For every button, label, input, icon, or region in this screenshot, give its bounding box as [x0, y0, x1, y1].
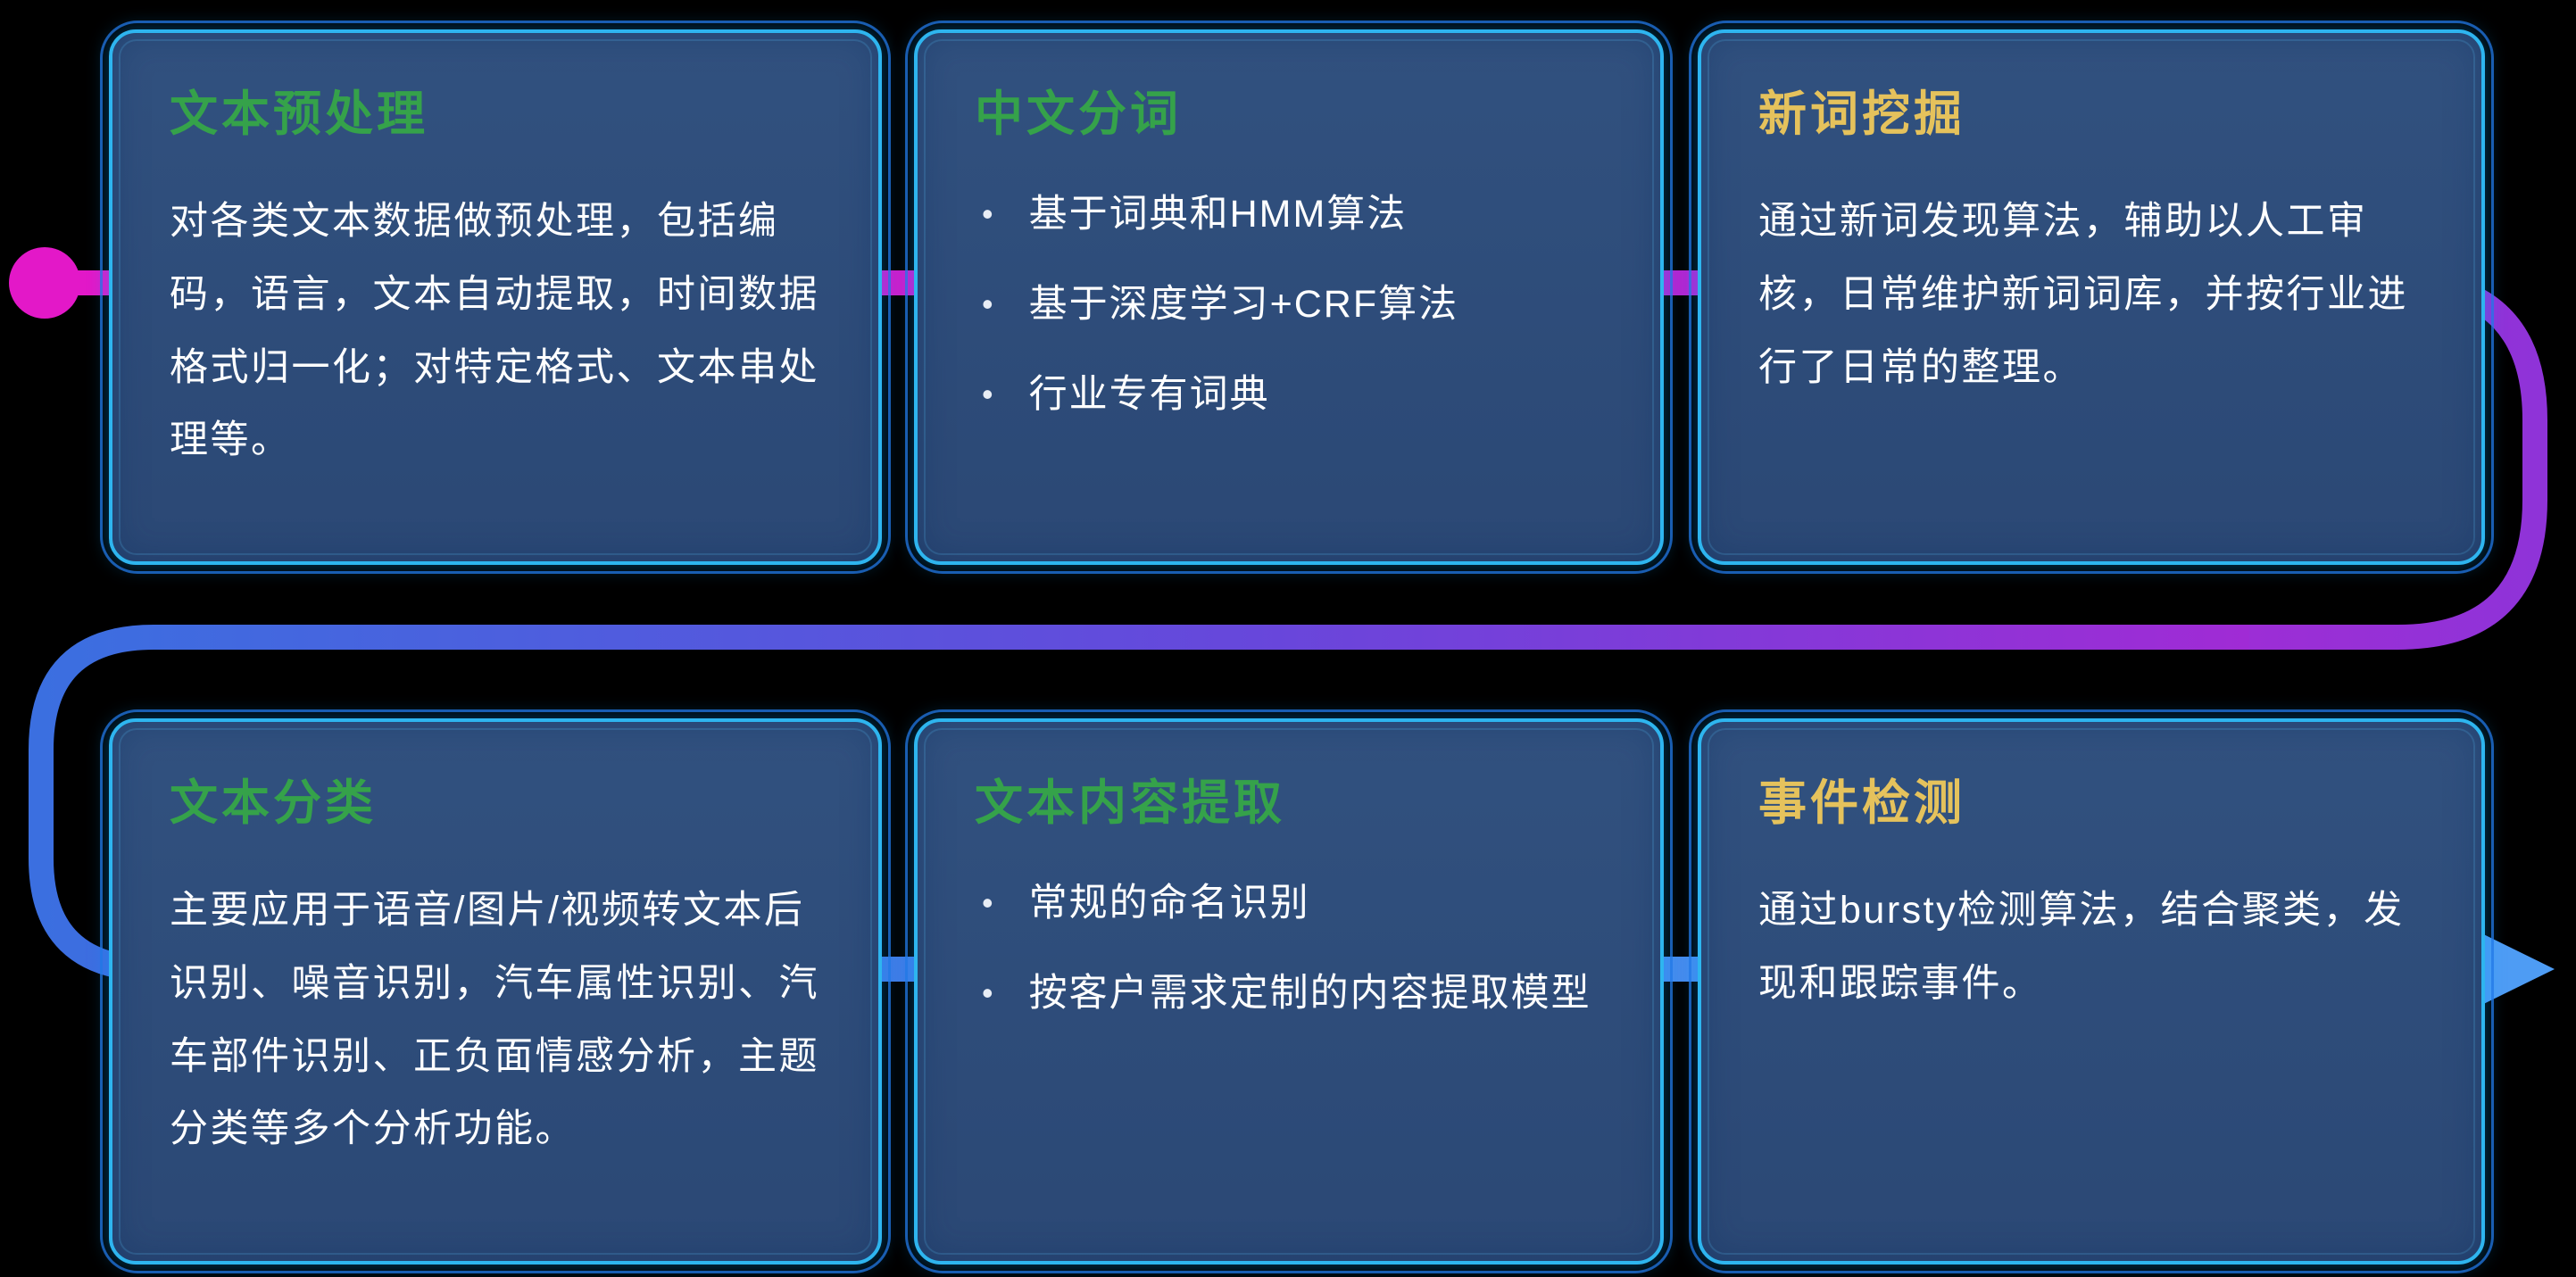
bullet-list: 常规的命名识别 按客户需求定制的内容提取模型	[975, 875, 1603, 1023]
bullet-item: 常规的命名识别	[982, 875, 1603, 933]
card-body: 通过新词发现算法，辅助以人工审核，日常维护新词词库，并按行业进行了日常的整理。	[1758, 200, 2408, 389]
flow-start-dot-icon	[9, 247, 80, 319]
bullet-text: 基于深度学习+CRF算法	[1028, 283, 1459, 327]
card-body: 通过bursty检测算法，结合聚类，发现和跟踪事件。	[1758, 889, 2405, 1006]
bullet-text: 基于词典和HMM算法	[1028, 193, 1408, 236]
card-body: 对各类文本数据做预处理，包括编码，语言，文本自动提取，时间数据格式归一化；对特定…	[170, 200, 819, 462]
card-title: 文本分类	[170, 776, 377, 830]
card-new-word-mining: 新词挖掘 通过新词发现算法，辅助以人工审核，日常维护新词词库，并按行业进行了日常…	[1689, 21, 2494, 574]
card-title: 新词挖掘	[1758, 87, 1965, 141]
card-body: 主要应用于语音/图片/视频转文本后识别、噪音识别，汽车属性识别、汽车部件识别、正…	[170, 889, 819, 1151]
flow-segment-middle	[28, 625, 2249, 982]
bullet-item: 行业专有词典	[982, 366, 1603, 424]
card-title: 中文分词	[975, 87, 1182, 141]
bullet-item: 按客户需求定制的内容提取模型	[982, 965, 1603, 1023]
card-text-classification: 文本分类 主要应用于语音/图片/视频转文本后识别、噪音识别，汽车属性识别、汽车部…	[100, 709, 891, 1273]
bullet-text: 行业专有词典	[1028, 372, 1270, 416]
bullet-item: 基于深度学习+CRF算法	[982, 276, 1603, 334]
card-chinese-word-segmentation: 中文分词 基于词典和HMM算法 基于深度学习+CRF算法 行业专有词典	[905, 21, 1673, 574]
bullet-text: 按客户需求定制的内容提取模型	[1028, 972, 1591, 1016]
card-text-content-extraction: 文本内容提取 常规的命名识别 按客户需求定制的内容提取模型	[905, 709, 1673, 1273]
card-event-detection: 事件检测 通过bursty检测算法，结合聚类，发现和跟踪事件。	[1689, 709, 2494, 1273]
bullet-text: 常规的命名识别	[1028, 882, 1310, 925]
card-title: 事件检测	[1758, 776, 1965, 830]
card-title: 文本内容提取	[975, 776, 1285, 830]
bullet-item: 基于词典和HMM算法	[982, 186, 1603, 244]
card-text-preprocessing: 文本预处理 对各类文本数据做预处理，包括编码，语言，文本自动提取，时间数据格式归…	[100, 21, 891, 574]
card-title: 文本预处理	[170, 87, 428, 141]
bullet-list: 基于词典和HMM算法 基于深度学习+CRF算法 行业专有词典	[975, 186, 1603, 423]
